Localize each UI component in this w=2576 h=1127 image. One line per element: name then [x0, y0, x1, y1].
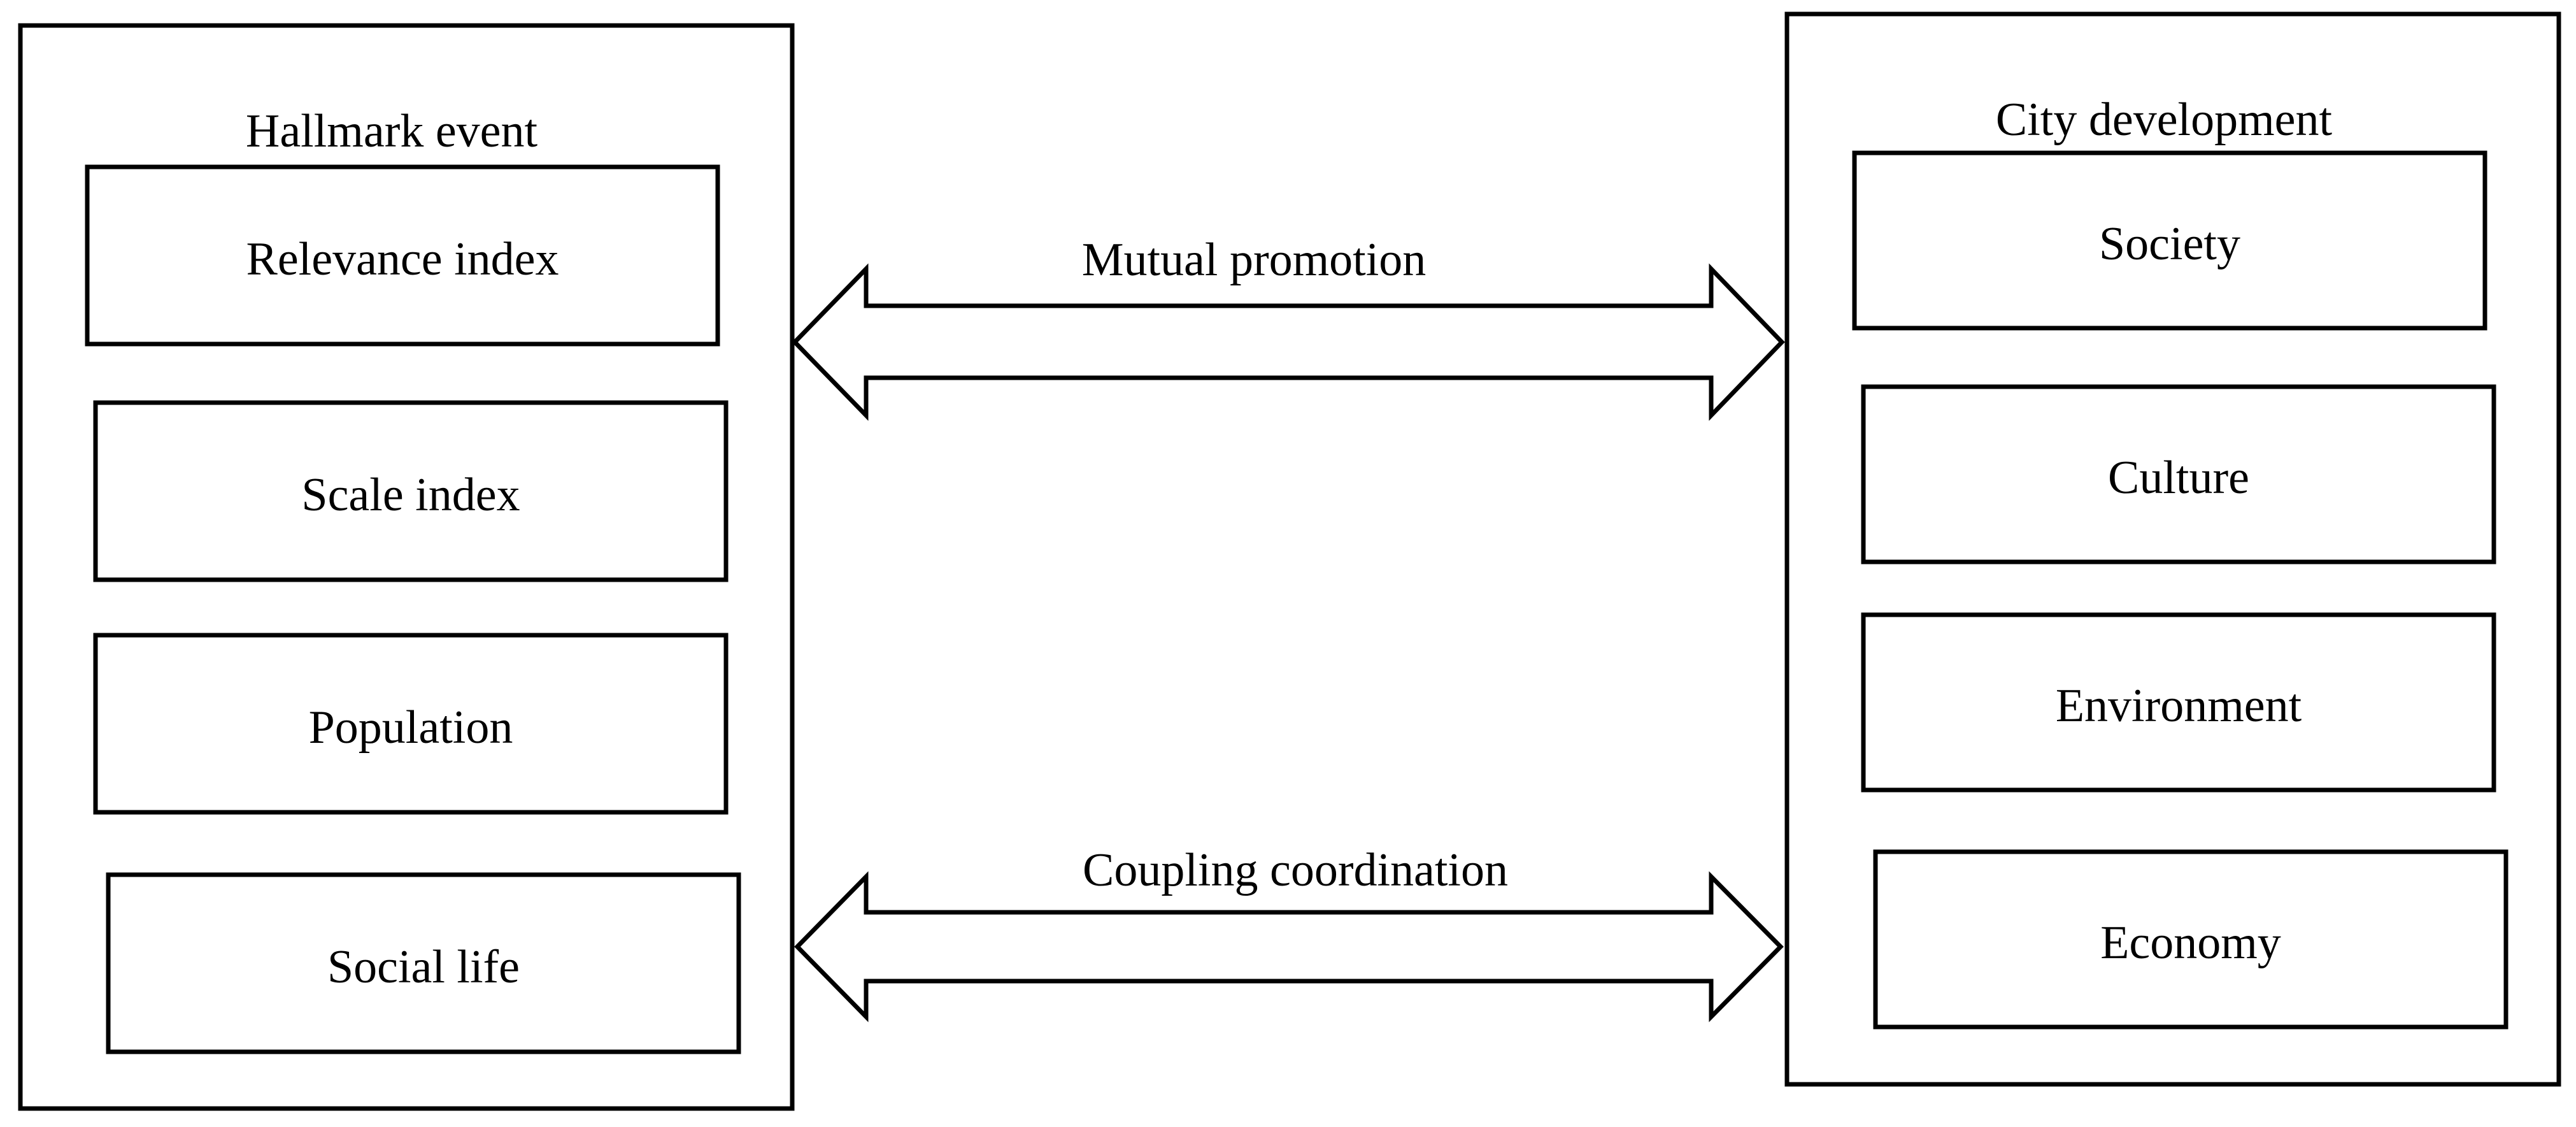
economy-box: Economy	[1873, 849, 2508, 1030]
coupling-coordination-arrow: Coupling coordination	[794, 844, 1784, 1023]
hallmark-event-title: Hallmark event	[246, 105, 538, 157]
culture-box: Culture	[1861, 384, 2496, 564]
society-box: Society	[1852, 150, 2487, 331]
coupling-coordination-label: Coupling coordination	[1083, 844, 1508, 896]
hallmark-event-panel: Hallmark event Relevance index Scale ind…	[18, 23, 795, 1111]
society-label: Society	[2099, 218, 2240, 270]
population-box: Population	[93, 633, 729, 815]
population-label: Population	[309, 701, 513, 754]
city-development-title: City development	[1996, 94, 2333, 146]
relevance-index-box: Relevance index	[85, 164, 720, 347]
social-life-box: Social life	[106, 872, 741, 1054]
social-life-label: Social life	[327, 941, 520, 993]
relevance-index-label: Relevance index	[246, 233, 559, 285]
scale-index-label: Scale index	[301, 469, 520, 521]
environment-box: Environment	[1861, 612, 2496, 793]
scale-index-box: Scale index	[93, 400, 729, 582]
economy-label: Economy	[2100, 917, 2281, 969]
environment-label: Environment	[2056, 680, 2302, 732]
mutual-promotion-arrow: Mutual promotion	[792, 234, 1785, 421]
mutual-promotion-label: Mutual promotion	[1082, 234, 1427, 286]
culture-label: Culture	[2108, 452, 2249, 504]
city-development-panel: City development Society Culture Environ…	[1784, 11, 2561, 1087]
